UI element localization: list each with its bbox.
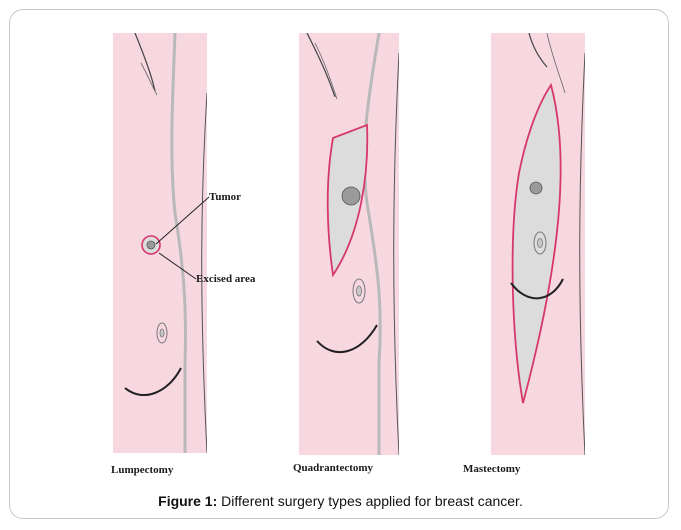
mastectomy-label: Mastectomy <box>463 463 520 475</box>
quadrantectomy-illustration <box>299 33 399 455</box>
figure-caption-text: Different surgery types applied for brea… <box>217 493 523 509</box>
figure-caption-prefix: Figure 1: <box>158 493 217 509</box>
excised-area-annotation: Excised area <box>196 273 255 285</box>
mastectomy-illustration <box>491 33 585 455</box>
tumor-annotation: Tumor <box>209 191 241 203</box>
quadrantectomy-label: Quadrantectomy <box>293 462 373 474</box>
lumpectomy-label: Lumpectomy <box>111 464 173 476</box>
figure-caption: Figure 1: Different surgery types applie… <box>0 493 681 509</box>
lumpectomy-illustration <box>113 33 207 453</box>
